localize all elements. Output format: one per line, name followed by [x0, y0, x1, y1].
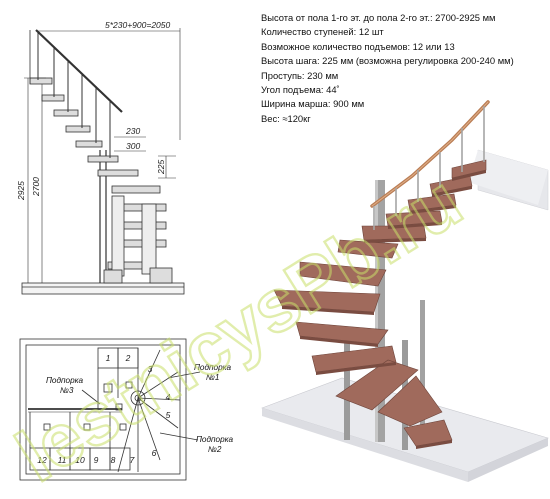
step-number: 9 [94, 455, 99, 465]
step-number: 4 [166, 392, 171, 402]
support-2-number: №2 [208, 445, 222, 454]
render-balusters [373, 106, 485, 230]
step-number: 1 [106, 353, 111, 363]
step-number: 2 [125, 353, 131, 363]
support-3-label: Подпорка [46, 376, 83, 385]
step-number: 8 [111, 455, 116, 465]
step-number: 3 [148, 364, 153, 374]
spec-tread-depth: Проступь: 230 мм [261, 69, 339, 81]
step-number: 7 [130, 455, 135, 465]
spec-flight-width: Ширина марша: 900 мм [261, 98, 365, 110]
balusters [37, 32, 111, 158]
spec-rises-count: Возможное количество подъемов: 12 или 13 [261, 40, 455, 52]
spec-height: Высота от пола 1-го эт. до пола 2-го эт.… [261, 12, 496, 23]
support-3-number: №3 [60, 386, 74, 395]
floor-base [21, 282, 185, 295]
dim-230-label: 230 [125, 126, 140, 136]
plan-step-numbers: 1 2 3 4 5 6 7 8 9 10 11 12 [37, 353, 170, 465]
support-1-label: Подпорка [194, 363, 231, 372]
spec-steps-count: Количество ступеней: 12 шт [261, 26, 384, 38]
dim-2700-label: 2700 [31, 177, 41, 197]
spec-step-height: Высота шага: 225 мм (возможна регулировк… [261, 55, 514, 67]
column-circle [130, 390, 146, 406]
step-number: 10 [75, 455, 85, 465]
step-number: 12 [37, 455, 47, 465]
spec-list: Высота от пола 1-го эт. до пола 2-го эт.… [261, 11, 546, 126]
dim-225-label: 225 [156, 160, 166, 175]
render-central-column [375, 180, 385, 442]
step-number: 5 [166, 410, 171, 420]
support-2-label: Подпорка [196, 435, 233, 444]
support-1-number: №1 [206, 373, 219, 382]
dim-300-label: 300 [126, 141, 140, 151]
elevation-steps [29, 77, 173, 284]
handrail [35, 29, 123, 113]
spec-weight: Вес: ≈120кг [261, 112, 311, 124]
spec-angle: Угол подъема: 44˚ [261, 84, 340, 96]
side-elevation [21, 28, 185, 295]
step-number: 11 [58, 455, 67, 465]
stair-render [261, 100, 549, 482]
top-dimension-label: 5*230+900=2050 [105, 20, 171, 30]
step-number: 6 [152, 448, 157, 458]
plan-view [19, 338, 201, 481]
dim-2925-label: 2925 [16, 181, 26, 201]
plan-outer-frame [19, 338, 187, 481]
